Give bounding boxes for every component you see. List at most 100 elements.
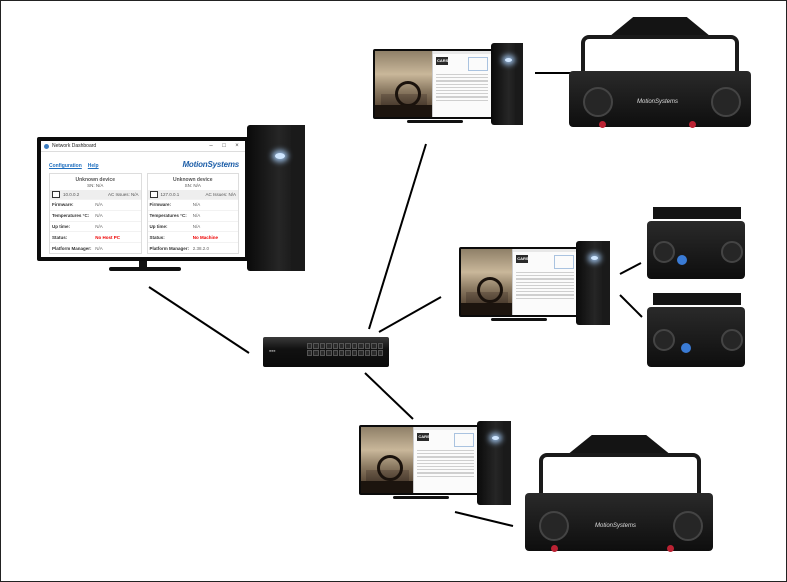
row-value: N/A xyxy=(95,202,103,208)
device-row: Platform Manager:2.38.2.0 xyxy=(147,242,238,253)
device-card: Unknown device SN: N/A 10.0.0.2 AC Issue… xyxy=(49,173,142,254)
device-serial: SN: N/A xyxy=(184,183,201,188)
cable-switch-to-pc-bottom xyxy=(364,372,414,420)
minimize-icon[interactable]: – xyxy=(209,143,213,149)
motion-platform-middle-b xyxy=(641,293,751,369)
cable-dashboard-to-switch xyxy=(148,286,250,354)
driving-game-view xyxy=(361,427,415,493)
device-serial: SN: N/A xyxy=(87,183,104,188)
switch-ports xyxy=(307,343,383,356)
sim-monitor-bottom-foot xyxy=(393,496,449,499)
status-value: No Machine xyxy=(192,234,219,240)
row-label: Temperatures °C: xyxy=(52,213,90,219)
device-row: Platform Manager:N/A xyxy=(50,242,141,253)
driving-game-view xyxy=(461,249,514,315)
sim-app-logo: CARS xyxy=(437,58,449,63)
row-label: Status: xyxy=(149,234,165,240)
device-ip: 127.0.0.1 xyxy=(160,192,180,197)
row-value: N/A xyxy=(192,202,201,208)
row-value: N/A xyxy=(192,223,201,229)
menu-configuration[interactable]: Configuration xyxy=(49,163,82,169)
motion-graph-icon xyxy=(468,57,488,71)
device-row: Temperatures °C: N/A xyxy=(147,209,238,221)
network-dashboard-window: Network Dashboard – □ × Configuration He… xyxy=(41,141,245,257)
cable-pc-middle-to-platform-a xyxy=(619,262,642,275)
power-led-icon xyxy=(591,256,598,260)
row-label: Platform Manager: xyxy=(52,245,92,251)
network-switch: ■■■ xyxy=(263,337,389,367)
device-ip: 10.0.0.2 xyxy=(63,192,80,197)
motion-graph-icon xyxy=(454,433,474,447)
sim-monitor-top: CARS xyxy=(373,49,493,119)
network-dashboard-icon xyxy=(44,143,49,149)
sim-pc-tower-middle xyxy=(576,241,610,325)
row-label: Firmware: xyxy=(52,202,74,208)
row-label: Up time: xyxy=(52,223,70,229)
row-label: Status: xyxy=(52,234,68,240)
cable-pc-bottom-to-platform xyxy=(454,511,514,527)
device-row: Up time: N/A xyxy=(147,220,238,232)
platform-logo-icon xyxy=(677,255,687,265)
device-row: Status: No Machine xyxy=(147,231,238,242)
device-name: Unknown device xyxy=(75,177,115,183)
row-label: Up time: xyxy=(149,223,168,229)
row-label: Platform Manager: xyxy=(149,245,190,251)
window-title: Network Dashboard xyxy=(52,143,97,149)
device-ac-issues: AC Issues: N/A xyxy=(107,192,139,197)
dashboard-pc-tower xyxy=(247,125,305,271)
platform-brand: MotionSystems xyxy=(637,99,679,105)
power-led-icon xyxy=(492,436,499,440)
sim-pc-tower-top xyxy=(491,43,523,125)
maximize-icon[interactable]: □ xyxy=(222,143,226,149)
sim-app-logo: CARS xyxy=(517,256,529,261)
menu-help[interactable]: Help xyxy=(87,163,99,169)
platform-logo-icon xyxy=(681,343,691,353)
row-value: N/A xyxy=(95,245,103,251)
row-value: 2.38.2.0 xyxy=(192,245,210,251)
close-icon[interactable]: × xyxy=(235,143,239,149)
motion-platform-bottom: MotionSystems xyxy=(521,435,717,559)
sim-monitor-middle-foot xyxy=(491,318,547,321)
device-ip-row: 127.0.0.1 AC Issues: N/A xyxy=(147,190,238,199)
motion-platform-top: MotionSystems xyxy=(565,17,755,135)
row-label: Firmware: xyxy=(149,202,172,208)
sim-pc-tower-bottom xyxy=(477,421,511,505)
device-row: Firmware: N/A xyxy=(50,199,141,210)
platform-brand: MotionSystems xyxy=(595,523,637,529)
power-led-icon xyxy=(275,153,285,159)
cable-switch-to-pc-middle xyxy=(378,296,442,333)
dashboard-monitor: Network Dashboard – □ × Configuration He… xyxy=(37,137,249,261)
device-row: Firmware: N/A xyxy=(147,199,238,210)
sim-monitor-middle: CARS xyxy=(459,247,579,317)
sim-app-window: CARS xyxy=(512,249,577,315)
sim-monitor-bottom: CARS xyxy=(359,425,479,495)
driving-game-view xyxy=(375,51,433,117)
dashboard-monitor-stand xyxy=(139,261,147,269)
row-value: N/A xyxy=(95,223,103,229)
dashboard-menu: Configuration Help MotionSystems xyxy=(41,152,245,169)
sim-monitor-top-foot xyxy=(407,120,463,123)
status-value: No Host PC xyxy=(95,234,120,240)
device-name: Unknown device xyxy=(173,177,213,183)
row-value: N/A xyxy=(192,213,201,219)
device-card: Unknown device SN: N/A 127.0.0.1 AC Issu… xyxy=(146,173,239,254)
brand-logo: MotionSystems xyxy=(182,160,239,169)
sim-app-window: CARS xyxy=(432,51,491,117)
device-row: Up time: N/A xyxy=(50,220,141,232)
device-row: Status: No Host PC xyxy=(50,231,141,242)
row-label: Temperatures °C: xyxy=(149,213,187,219)
sim-app-logo: CARS xyxy=(418,434,430,439)
computer-icon xyxy=(52,191,60,198)
device-ac-issues: AC Issues: N/A xyxy=(205,192,236,197)
computer-icon xyxy=(149,191,158,198)
cable-switch-to-pc-top xyxy=(368,143,427,330)
dashboard-screen: Network Dashboard – □ × Configuration He… xyxy=(41,141,245,257)
device-row: Temperatures °C:N/A xyxy=(50,209,141,221)
device-cards: Unknown device SN: N/A 10.0.0.2 AC Issue… xyxy=(41,169,245,254)
dashboard-monitor-foot xyxy=(109,267,181,271)
window-titlebar: Network Dashboard – □ × xyxy=(41,141,245,152)
motion-platform-middle-a xyxy=(641,207,751,281)
power-led-icon xyxy=(505,58,512,62)
